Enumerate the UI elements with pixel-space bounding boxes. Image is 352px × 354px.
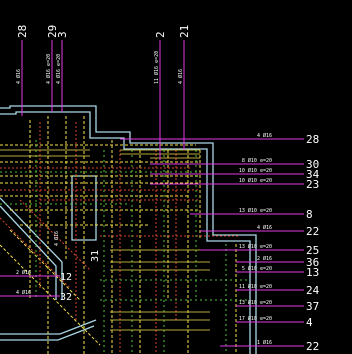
spec-l32: 4 Ø16 [16, 289, 31, 296]
spec-t3: 4 Ø16 e=20 [55, 54, 62, 84]
mark-r28: 28 [306, 133, 319, 146]
mark-t29: 29 [46, 25, 59, 38]
mark-l12: 12 [60, 272, 72, 283]
outline-left-lower [0, 319, 97, 341]
mark-l32: 32 [60, 292, 72, 303]
spec-r24: 11 Ø10 e=20 [239, 283, 272, 290]
spec-r28: 4 Ø16 [257, 132, 272, 139]
mark-r24: 24 [306, 284, 320, 297]
rebar-yellow [0, 116, 237, 354]
mark-t2: 2 [154, 31, 167, 38]
slab-outline [0, 105, 257, 354]
spec-r13: 5 Ø10 e=20 [242, 265, 272, 272]
mark-r22a: 22 [306, 225, 319, 238]
spec-r8: 13 Ø10 e=20 [239, 207, 272, 214]
spec-l12: 2 Ø16 [16, 269, 31, 276]
spec-t21: 4 Ø16 [177, 69, 184, 84]
spec-r4: 17 Ø10 e=20 [239, 315, 272, 322]
leader-lines [0, 40, 304, 347]
spec-t2: 11 Ø16 e=20 [153, 51, 160, 84]
outline-diagonal-a [0, 197, 63, 300]
spec-l31: 4 Ø16 [53, 231, 60, 246]
mark-r34: 34 [306, 168, 320, 181]
mark-r37: 37 [306, 300, 319, 313]
mark-t21: 21 [178, 25, 191, 38]
spec-r36: 2 Ø16 [257, 255, 272, 262]
spec-r37: 13 Ø10 e=20 [239, 299, 272, 306]
spec-r22b: 1 Ø16 [257, 339, 272, 346]
spec-r22a: 4 Ø16 [257, 224, 272, 231]
mark-r22b: 22 [306, 340, 319, 353]
mark-r4: 4 [306, 316, 313, 329]
spec-t29: 4 Ø16 e=20 [45, 54, 52, 84]
mark-r25: 25 [306, 244, 319, 257]
spec-t28: 4 Ø16 [15, 69, 22, 84]
mark-r23: 23 [306, 178, 319, 191]
spec-r34: 10 Ø10 e=20 [239, 167, 272, 174]
mark-r36: 36 [306, 256, 319, 269]
mark-r8: 8 [306, 208, 313, 221]
outline-outer [0, 105, 257, 354]
spec-r25: 13 Ø10 e=20 [239, 243, 272, 250]
spec-r23: 10 Ø10 e=20 [239, 177, 272, 184]
mark-t28: 28 [16, 25, 29, 38]
spec-r30: 8 Ø10 e=20 [242, 157, 272, 164]
mark-t3: 3 [56, 31, 69, 38]
outline-inner [0, 111, 251, 354]
mark-r30: 30 [306, 158, 319, 171]
mark-l31: 31 [90, 250, 101, 262]
mark-r13: 13 [306, 266, 319, 279]
